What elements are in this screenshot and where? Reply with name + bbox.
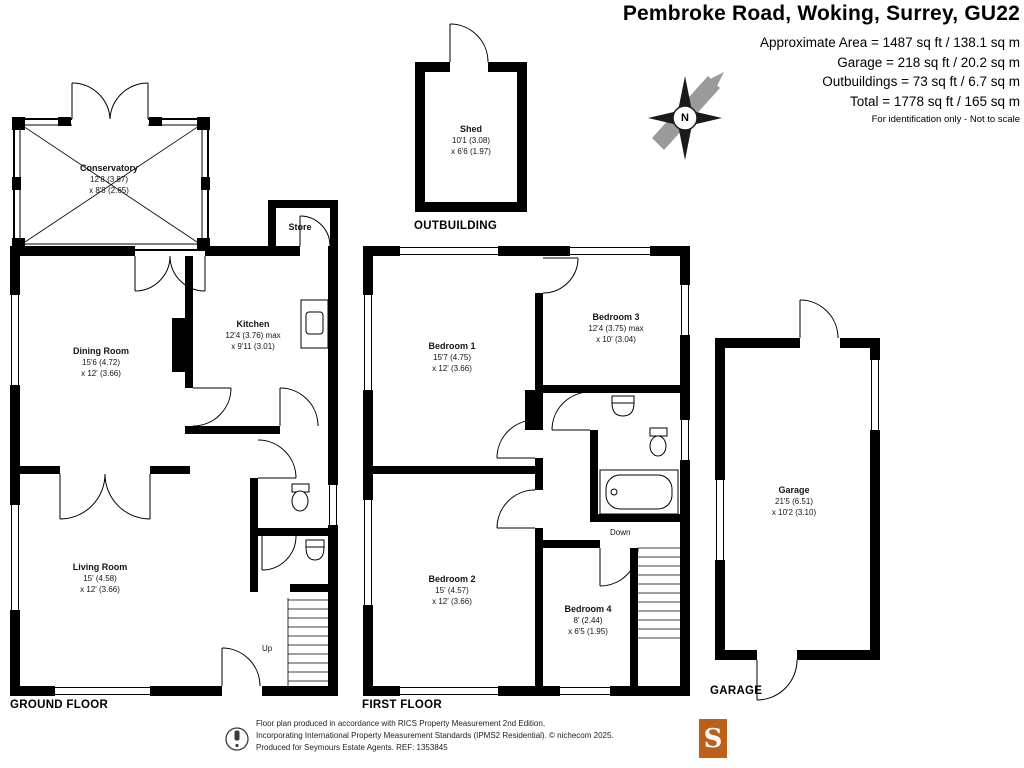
- room-label-living-room: Living Room 15' (4.58) x 12' (3.66): [72, 562, 128, 594]
- toilet-icon: [649, 427, 668, 457]
- footer-line-2: Incorporating International Property Mea…: [256, 731, 614, 740]
- chimney-breast: [525, 390, 543, 430]
- conservatory-posts: [12, 117, 210, 251]
- area-line-outbuildings: Outbuildings = 73 sq ft / 6.7 sq m: [822, 74, 1020, 89]
- area-summary: Approximate Area = 1487 sq ft / 138.1 sq…: [623, 33, 1020, 111]
- room-label-shed: Shed 10'1 (3.08) x 6'6 (1.97): [451, 124, 491, 156]
- area-line-garage: Garage = 218 sq ft / 20.2 sq m: [837, 54, 1020, 70]
- stairs-up-label: Up: [262, 644, 273, 653]
- shed-walls: [415, 62, 527, 212]
- garage-windows: [715, 360, 880, 560]
- header: Pembroke Road, Woking, Surrey, GU22 Appr…: [623, 2, 1020, 125]
- room-label-bedroom-2: Bedroom 2 15' (4.57) x 12' (3.66): [428, 574, 476, 606]
- caption-ground-floor: GROUND FLOOR: [10, 699, 109, 711]
- compass-north-label: N: [681, 112, 689, 124]
- caption-garage: GARAGE: [710, 685, 763, 697]
- ground-windows: [10, 295, 338, 696]
- footer-disclaimer: Floor plan produced in accordance with R…: [256, 718, 614, 754]
- ground-doors: [59, 215, 331, 687]
- compass-icon: [648, 72, 724, 160]
- caption-outbuilding: OUTBUILDING: [414, 220, 498, 232]
- page-title: Pembroke Road, Woking, Surrey, GU22: [622, 2, 1020, 25]
- room-label-store: Store: [288, 222, 312, 232]
- footer-line-3: Produced for Seymours Estate Agents. REF…: [256, 743, 448, 752]
- sink-icon: [305, 539, 325, 561]
- agent-brand-logo: S: [699, 719, 727, 758]
- bathtub-icon: [599, 469, 679, 515]
- chimney-breast: [172, 318, 193, 372]
- room-label-bedroom-4: Bedroom 4 8' (2.44) x 6'5 (1.95): [564, 604, 612, 636]
- shed-door: [449, 23, 489, 63]
- room-label-conservatory: Conservatory 12'8 (3.87) x 8'8 (2.65): [79, 163, 139, 195]
- stairs-down-label: Down: [610, 528, 631, 537]
- certification-icon: [225, 727, 249, 751]
- stairs-down: [638, 547, 680, 639]
- stairs-up: [287, 598, 328, 686]
- room-label-garage: Garage 21'5 (6.51) x 10'2 (3.10): [771, 485, 817, 517]
- garage-walls: [715, 338, 880, 660]
- ground-floor-walls: [10, 200, 338, 696]
- garage-doors: [756, 299, 839, 701]
- room-label-bedroom-3: Bedroom 3 12'4 (3.75) max x 10' (3.04): [588, 312, 644, 344]
- first-doors: [496, 257, 639, 587]
- first-windows: [363, 246, 690, 696]
- room-label-kitchen: Kitchen 12'4 (3.76) max x 9'11 (3.01): [225, 319, 281, 351]
- area-line-approximate: Approximate Area = 1487 sq ft / 138.1 sq…: [759, 35, 1020, 50]
- footer-line-1: Floor plan produced in accordance with R…: [256, 719, 546, 728]
- sink-icon: [611, 395, 635, 417]
- room-label-bedroom-1: Bedroom 1 15'7 (4.75) x 12' (3.66): [428, 341, 476, 373]
- area-line-total: Total = 1778 sq ft / 165 sq m: [850, 93, 1020, 109]
- kitchen-sink-icon: [300, 299, 329, 349]
- caption-first-floor: FIRST FLOOR: [362, 699, 442, 711]
- disclaimer-text: For identification only - Not to scale: [871, 114, 1020, 125]
- room-label-dining-room: Dining Room 15'6 (4.72) x 12' (3.66): [73, 346, 129, 378]
- toilet-icon: [291, 483, 310, 512]
